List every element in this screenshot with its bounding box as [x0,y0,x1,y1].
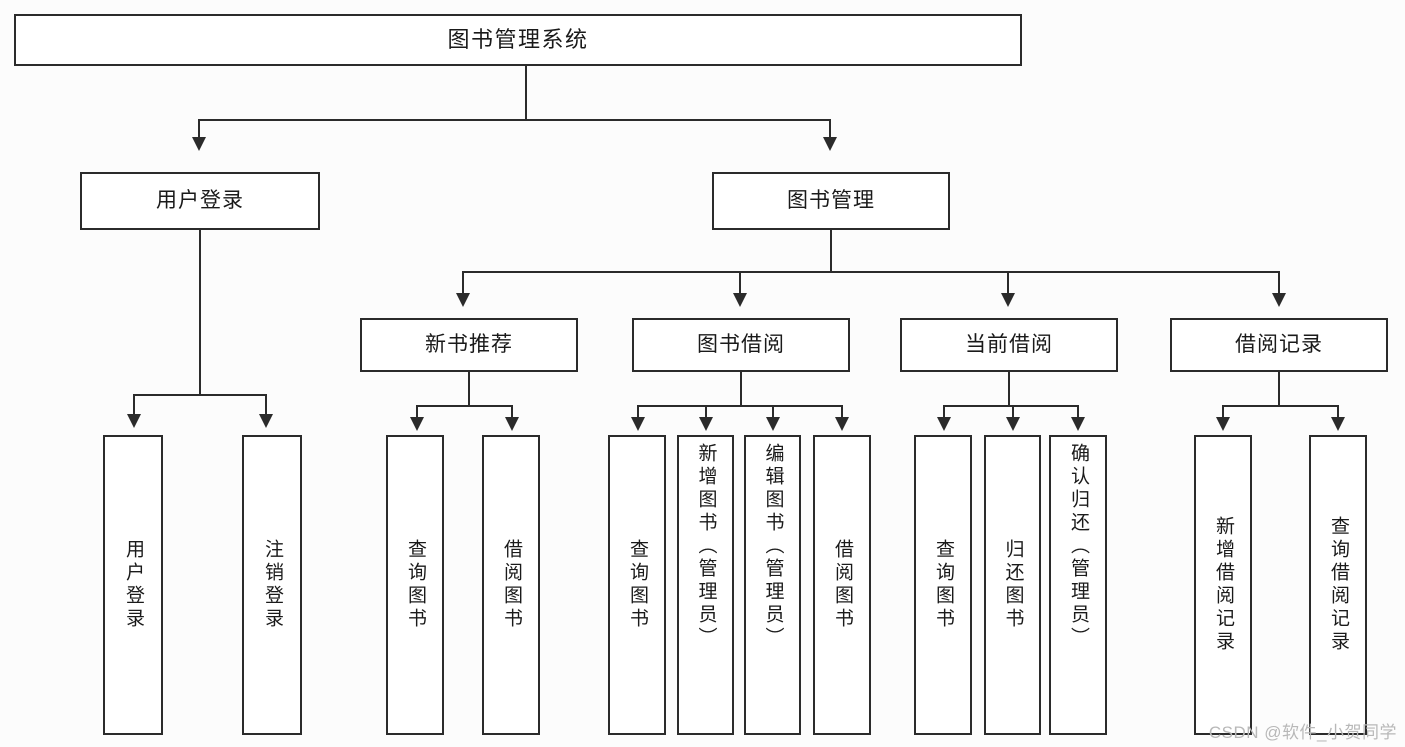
node-user-login[interactable]: 用户登录 [80,172,320,230]
connector-user-login-drop-1 [133,394,135,416]
node-label: 新增借阅记录 [1212,516,1234,654]
connector-recommend-stem [468,372,470,407]
connector-book-manage-drop-2 [739,271,741,295]
node-label: 图书管理系统 [447,26,589,52]
connector-borrow-drop-2 [705,405,707,419]
arrowhead-to-leaf-borrow-book-1 [505,417,519,431]
node-book-manage[interactable]: 图书管理 [712,172,950,230]
arrowhead-to-leaf-query-book-3 [937,417,951,431]
leaf-query-book-3[interactable]: 查询图书 [914,435,972,735]
node-book-borrow[interactable]: 图书借阅 [632,318,850,372]
connector-borrow-drop-3 [772,405,774,419]
leaf-logout[interactable]: 注销登录 [242,435,302,735]
leaf-query-record[interactable]: 查询借阅记录 [1309,435,1367,735]
connector-borrow-drop-1 [637,405,639,419]
node-label: 图书管理 [787,189,875,213]
arrowhead-to-borrow-record [1272,293,1286,307]
arrowhead-to-book-borrow [733,293,747,307]
connector-book-manage-drop-3 [1007,271,1009,295]
connector-record-stem [1278,372,1280,407]
arrowhead-to-leaf-user-login [127,414,141,428]
leaf-query-book-2[interactable]: 查询图书 [608,435,666,735]
node-new-book-recommend[interactable]: 新书推荐 [360,318,578,372]
node-label: 借阅图书 [500,539,522,631]
node-label: 编辑图书（管理员） [762,443,784,650]
node-label: 图书借阅 [697,333,785,357]
leaf-borrow-book-1[interactable]: 借阅图书 [482,435,540,735]
leaf-query-book-1[interactable]: 查询图书 [386,435,444,735]
connector-borrow-drop-4 [841,405,843,419]
arrowhead-to-new-book-recommend [456,293,470,307]
connector-current-drop-2 [1012,405,1014,419]
node-label: 查询借阅记录 [1327,516,1349,654]
connector-root-drop-right [829,119,831,139]
connector-root-drop-left [198,119,200,139]
leaf-edit-book[interactable]: 编辑图书（管理员） [744,435,801,735]
connector-book-manage-drop-4 [1278,271,1280,295]
node-label: 归还图书 [1002,539,1024,631]
node-label: 用户登录 [122,539,144,631]
connector-borrow-stem [740,372,742,407]
connector-user-login-stem [199,230,201,396]
leaf-user-login[interactable]: 用户登录 [103,435,163,735]
arrowhead-to-leaf-confirm-return [1071,417,1085,431]
node-label: 借阅图书 [831,539,853,631]
connector-book-manage-bus [462,271,1280,273]
connector-root-stem [525,66,527,120]
leaf-add-record[interactable]: 新增借阅记录 [1194,435,1252,735]
node-label: 当前借阅 [965,333,1053,357]
node-label: 查询图书 [626,539,648,631]
connector-user-login-bus [133,394,266,396]
arrowhead-to-user-login [192,137,206,151]
node-label: 确认归还（管理员） [1067,443,1089,650]
node-label: 借阅记录 [1235,333,1323,357]
connector-recommend-drop-2 [511,405,513,419]
leaf-return-book[interactable]: 归还图书 [984,435,1041,735]
connector-record-drop-1 [1222,405,1224,419]
arrowhead-to-leaf-add-record [1216,417,1230,431]
arrowhead-to-leaf-borrow-book-2 [835,417,849,431]
connector-borrow-bus [637,405,843,407]
arrowhead-to-leaf-edit-book [766,417,780,431]
arrowhead-to-book-manage [823,137,837,151]
connector-current-bus [943,405,1079,407]
leaf-borrow-book-2[interactable]: 借阅图书 [813,435,871,735]
connector-record-drop-2 [1337,405,1339,419]
node-borrow-record[interactable]: 借阅记录 [1170,318,1388,372]
connector-user-login-drop-2 [265,394,267,416]
arrowhead-to-leaf-logout [259,414,273,428]
connector-current-drop-1 [943,405,945,419]
connector-current-stem [1008,372,1010,407]
node-label: 查询图书 [932,539,954,631]
connector-current-drop-3 [1077,405,1079,419]
watermark-text: CSDN @软件_小贺同学 [1208,723,1397,742]
node-root-system[interactable]: 图书管理系统 [14,14,1022,66]
connector-recommend-bus [416,405,512,407]
node-label: 注销登录 [261,539,283,631]
arrowhead-to-leaf-add-book [699,417,713,431]
node-label: 新增图书（管理员） [695,443,717,650]
arrowhead-to-leaf-return-book [1006,417,1020,431]
arrowhead-to-current-borrow [1001,293,1015,307]
node-current-borrow[interactable]: 当前借阅 [900,318,1118,372]
node-label: 查询图书 [404,539,426,631]
arrowhead-to-leaf-query-book-2 [631,417,645,431]
connector-root-bus [198,119,830,121]
arrowhead-to-leaf-query-book-1 [410,417,424,431]
node-label: 新书推荐 [425,333,513,357]
connector-recommend-drop-1 [416,405,418,419]
leaf-add-book[interactable]: 新增图书（管理员） [677,435,734,735]
node-label: 用户登录 [156,189,244,213]
arrowhead-to-leaf-query-record [1331,417,1345,431]
connector-record-bus [1222,405,1338,407]
connector-book-manage-drop-1 [462,271,464,295]
leaf-confirm-return[interactable]: 确认归还（管理员） [1049,435,1107,735]
connector-book-manage-stem [830,230,832,273]
